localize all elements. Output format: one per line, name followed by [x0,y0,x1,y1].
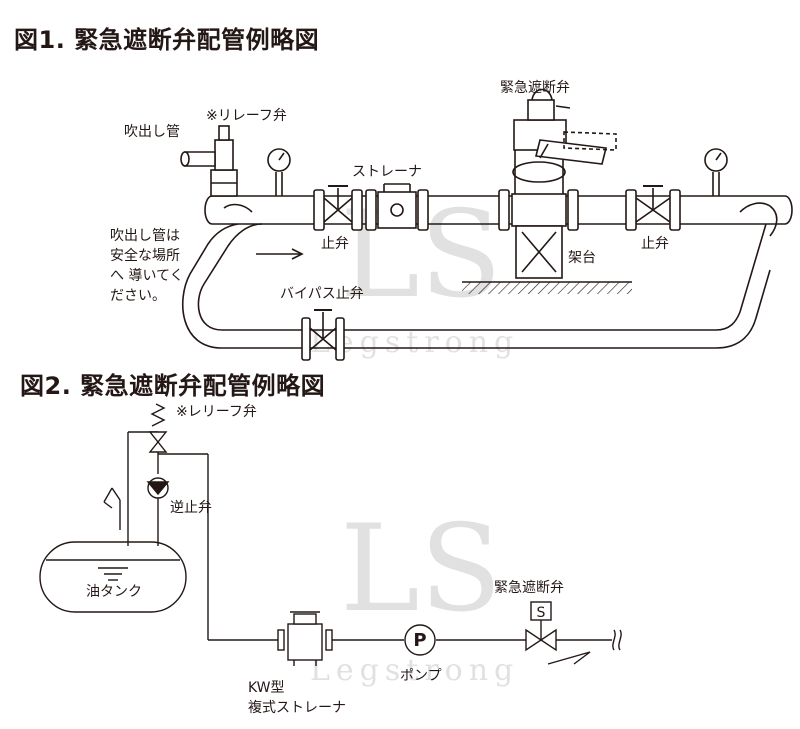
relief-valve-label: ※リレーフ弁 [206,108,287,124]
oil-tank-label: 油タンク [86,584,142,600]
discharge-symbol [103,487,121,509]
watermark-monogram: LS [340,500,502,639]
figure1-title: 図1. 緊急遮断弁配管例略図 [14,26,320,54]
bypass-valve-label: バイパス止弁 [280,286,364,302]
stop-valve-right-label: 止弁 [641,236,669,252]
bypass-stop-valve [301,309,345,361]
watermark-bottom: LS Legstrong [310,500,519,688]
bypass-pipe [182,202,778,349]
note-line-2: 安全な場所 [110,247,180,264]
solenoid-mark: S [537,605,546,621]
stop-valve-left-label: 止弁 [321,236,349,252]
emergency-valve-fig2 [525,601,591,665]
watermark-brand: Legstrong [310,653,519,688]
emergency-valve-label-fig2: 緊急遮断弁 [494,580,564,596]
flow-arrow [256,248,304,260]
strainer-label-fig2-line1: KW型 [248,680,285,696]
emergency-valve-label: 緊急遮断弁 [500,80,570,96]
figure1-labels: 吹出し管 ※リレーフ弁 ストレーナ 緊急遮断弁 止弁 止弁 架台 バイパス止弁 … [110,80,669,304]
note-line-4: ださい。 [110,288,166,304]
strainer-label-fig2-line2: 複式ストレーナ [248,699,346,716]
stand [462,225,632,294]
pressure-gauge-right [704,148,728,196]
emergency-shutoff-valve [498,88,617,231]
relief-valve-label-fig2: ※レリーフ弁 [176,404,257,420]
figure2-drawing [39,403,622,666]
check-valve [146,477,170,546]
stop-valve-left [313,185,363,231]
stop-valve-right [625,185,681,231]
strainer [365,183,429,231]
discharge-pipe-label: 吹出し管 [124,124,180,140]
kw-strainer [277,611,333,666]
check-valve-label: 逆止弁 [170,500,212,516]
pump-label: ポンプ [400,668,442,684]
pump [404,624,436,656]
note-line-3: へ 導いてく [110,268,184,284]
relief-valve-fig2 [148,403,168,474]
note-line-1: 吹出し管は [110,228,180,244]
figure2-labels: ※レリーフ弁 逆止弁 油タンク 緊急遮断弁 S P ポンプ KW型 複式ストレー… [86,404,564,716]
figure2-title: 図2. 緊急遮断弁配管例略図 [20,372,326,400]
pressure-gauge-left [267,148,291,196]
figure1-drawing [180,88,793,361]
pump-mark: P [413,630,426,651]
oil-tank [39,541,187,613]
strainer-label: ストレーナ [352,164,422,180]
stand-label: 架台 [568,250,596,266]
relief-valve-assembly [180,125,238,197]
